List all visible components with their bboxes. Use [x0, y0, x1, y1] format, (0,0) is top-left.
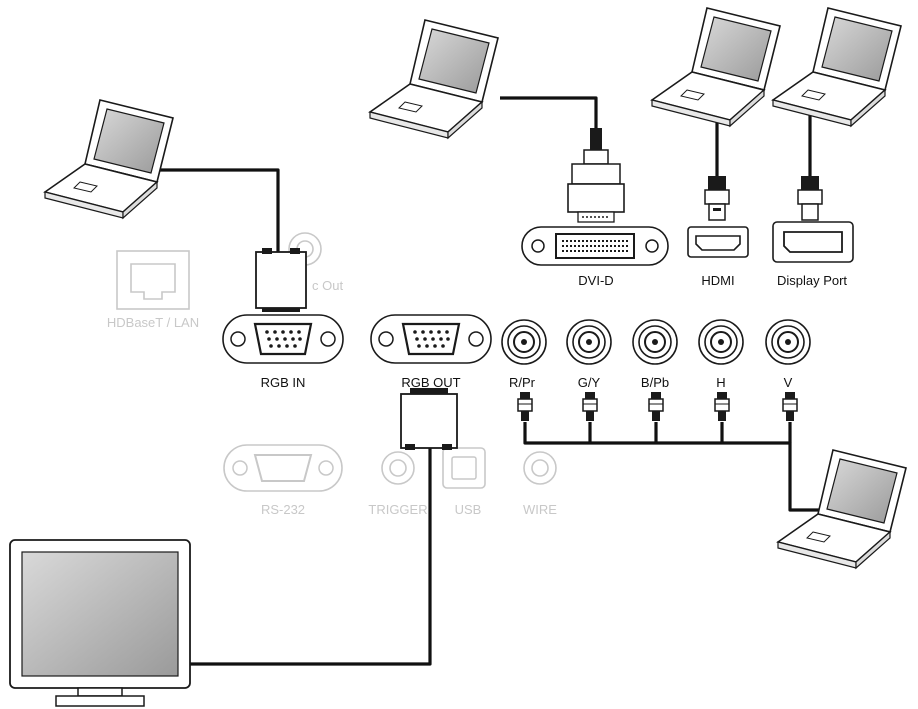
rgb-in-port: RGB IN	[221, 313, 345, 390]
displayport-label: Display Port	[777, 273, 847, 288]
b-pb-label: B/Pb	[641, 375, 669, 390]
laptop-icon	[772, 7, 902, 127]
wire-label: WIRE	[523, 502, 557, 517]
laptop-icon	[44, 99, 174, 219]
displayport-port: Display Port	[772, 221, 854, 288]
hdbaset-lan-port: HDBaseT / LAN	[107, 250, 199, 330]
dvi-d-port: DVI-D	[521, 226, 669, 288]
v-label: V	[784, 375, 793, 390]
wire-port: WIRE	[523, 451, 557, 517]
rgb-out-label: RGB OUT	[401, 375, 460, 390]
vga-plug-icon	[400, 388, 458, 450]
hdmi-label: HDMI	[701, 273, 734, 288]
rs232-label: RS-232	[261, 502, 305, 517]
bnc-r-pr-port: R/Pr	[501, 319, 547, 390]
vga-plug-icon	[255, 248, 307, 312]
bnc-h-port: H	[698, 319, 744, 390]
laptop-icon	[651, 7, 781, 127]
component-cable	[523, 422, 820, 512]
bnc-plug-icon	[782, 391, 798, 422]
r-pr-label: R/Pr	[509, 375, 536, 390]
trigger-label: TRIGGER	[368, 502, 427, 517]
usb-label: USB	[455, 502, 482, 517]
dvi-d-label: DVI-D	[578, 273, 613, 288]
bnc-plug-icon	[517, 391, 533, 422]
hdbaset-lan-label: HDBaseT / LAN	[107, 315, 199, 330]
displayport-plug-icon	[797, 176, 823, 221]
bnc-plug-icon	[714, 391, 730, 422]
rgb-out-port: RGB OUT	[369, 313, 493, 390]
rs232-port: RS-232	[223, 444, 343, 517]
bnc-plug-icon	[648, 391, 664, 422]
h-label: H	[716, 375, 725, 390]
bnc-plug-icon	[582, 391, 598, 422]
hdmi-port: HDMI	[687, 226, 749, 288]
dvi-cable	[500, 96, 598, 130]
g-y-label: G/Y	[578, 375, 601, 390]
audio-out-label: c Out	[312, 278, 343, 293]
rgb-out-cable	[188, 448, 432, 666]
laptop-icon	[369, 19, 499, 139]
dvi-plug-icon	[567, 128, 625, 223]
rgb-in-label: RGB IN	[261, 375, 306, 390]
bnc-g-y-port: G/Y	[566, 319, 612, 390]
usb-port: USB	[442, 447, 486, 517]
bnc-b-pb-port: B/Pb	[632, 319, 678, 390]
bnc-v-port: V	[765, 319, 811, 390]
hdmi-plug-icon	[704, 176, 730, 221]
monitor-icon	[9, 539, 191, 707]
rgb-in-cable	[160, 168, 280, 258]
trigger-port: TRIGGER	[368, 451, 428, 517]
